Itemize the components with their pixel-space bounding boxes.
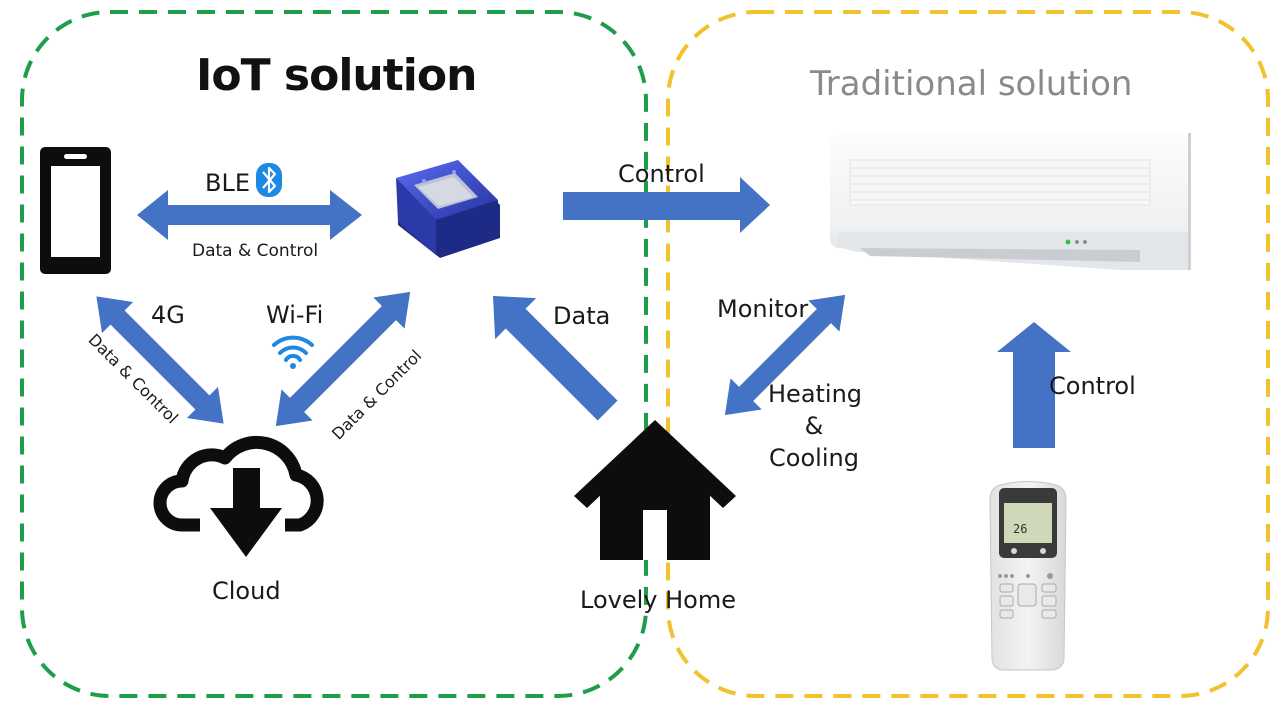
home-label: Lovely Home: [580, 586, 736, 614]
heating-label: Heating: [768, 380, 863, 408]
data-label: Data: [553, 302, 611, 330]
iot-title: IoT solution: [196, 50, 477, 101]
remote-display-temp: 26: [1013, 522, 1027, 536]
traditional-title: Traditional solution: [810, 64, 1133, 104]
fourg-double-arrow: [96, 296, 224, 424]
monitor-label: Monitor: [717, 295, 809, 323]
cooling-label: Cooling: [769, 444, 859, 472]
ble-label: BLE: [205, 169, 250, 197]
cloud-label: Cloud: [212, 577, 281, 605]
data-arrow-to-gateway: [493, 296, 618, 421]
bluetooth-icon: [256, 163, 282, 197]
cloud-download-icon: [153, 435, 324, 557]
monitor-double-arrow: [724, 294, 846, 416]
wifi-double-arrow: [275, 291, 411, 427]
control-arrow-remote: [997, 322, 1071, 448]
remote-control-icon: 26: [989, 481, 1067, 671]
control-top-label: Control: [618, 160, 705, 188]
wifi-label: Wi-Fi: [266, 301, 324, 329]
iot-region-border: [20, 10, 648, 698]
gateway-device-icon: [396, 160, 500, 258]
wifi-icon: [272, 335, 314, 369]
smartphone-icon: [40, 147, 111, 274]
amp-label: &: [804, 412, 824, 440]
control-remote-label: Control: [1049, 372, 1136, 400]
arrows: [96, 177, 1071, 448]
fourg-label: 4G: [151, 301, 185, 329]
ble-link-label: Data & Control: [192, 241, 319, 261]
control-arrow-to-ac: [563, 177, 770, 233]
traditional-region-border: [666, 10, 1270, 698]
ble-double-arrow: [137, 190, 362, 240]
air-conditioner-icon: [830, 133, 1191, 270]
home-icon: [574, 420, 736, 560]
